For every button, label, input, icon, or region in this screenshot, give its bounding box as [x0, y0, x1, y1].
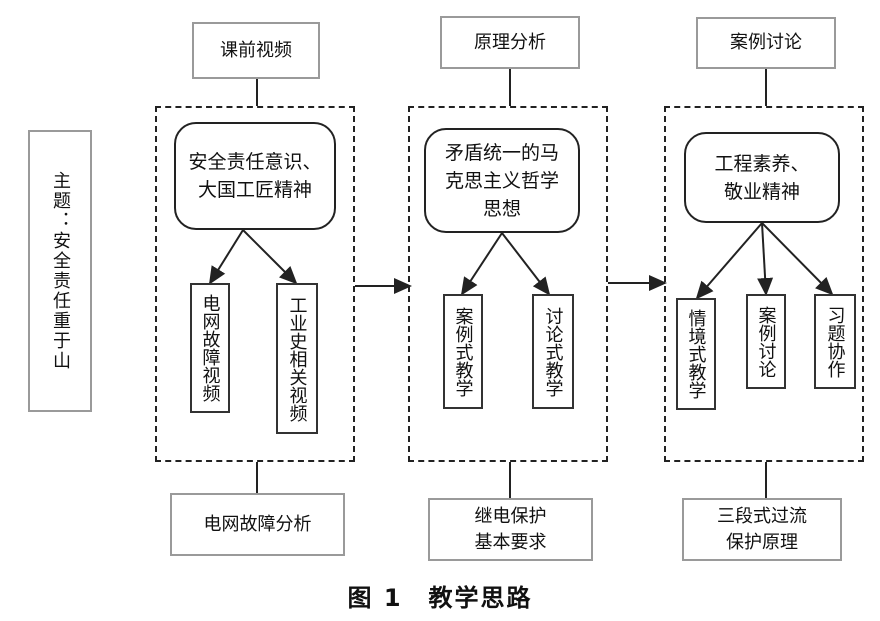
- item-2-1: 案例式教学: [443, 294, 483, 409]
- arrow-1a: [208, 229, 244, 285]
- item-1-1: 电网故障视频: [190, 283, 230, 413]
- item-label: 讨论式教学: [542, 306, 564, 397]
- arrow-2a: [460, 232, 503, 296]
- item-2-2: 讨论式教学: [532, 294, 574, 409]
- top-label-3: 案例讨论: [730, 32, 802, 53]
- center-text-2: 矛盾统一的马 克思主义哲学 思想: [444, 141, 559, 220]
- theme-label: 主题：安全责任重于山: [50, 171, 71, 371]
- top-label-box-1: 课前视频: [192, 22, 320, 79]
- bottom-label-3: 三段式过流 保护原理: [717, 505, 807, 553]
- top-label-box-3: 案例讨论: [696, 17, 836, 69]
- item-label: 电网故障视频: [199, 294, 221, 402]
- item-3-2: 案例讨论: [746, 294, 786, 389]
- item-label: 工业史相关视频: [286, 295, 308, 422]
- center-text-1: 安全责任意识、 大国工匠精神: [188, 151, 322, 201]
- group-box-3: [664, 106, 864, 462]
- arrow-2b: [501, 232, 551, 296]
- item-label: 习题协作: [824, 305, 846, 378]
- bottom-label-2: 继电保护 基本要求: [474, 505, 547, 553]
- top-label-1: 课前视频: [220, 39, 292, 61]
- figure-caption: 图 1 教学思路: [347, 584, 533, 612]
- arrow-1b: [242, 229, 298, 285]
- theme-box: 主题：安全责任重于山: [28, 130, 92, 412]
- top-label-box-2: 原理分析: [440, 16, 580, 69]
- center-concept-1: 安全责任意识、 大国工匠精神: [174, 122, 336, 230]
- bottom-label-box-2: 继电保护 基本要求: [428, 498, 593, 561]
- item-label: 情境式教学: [685, 309, 707, 399]
- bottom-label-box-3: 三段式过流 保护原理: [682, 498, 842, 561]
- bottom-label-1: 电网故障分析: [203, 513, 312, 535]
- item-label: 案例讨论: [755, 305, 777, 378]
- item-1-2: 工业史相关视频: [276, 283, 318, 434]
- item-3-1: 情境式教学: [676, 298, 716, 410]
- center-concept-2: 矛盾统一的马 克思主义哲学 思想: [424, 128, 580, 233]
- top-label-2: 原理分析: [474, 31, 546, 53]
- arrow-3c: [761, 222, 834, 296]
- group-box-2: [408, 106, 608, 462]
- center-text-3: 工程素养、 敬业精神: [714, 152, 810, 203]
- group-box-1: [155, 106, 355, 462]
- arrow-3b: [757, 222, 774, 296]
- item-label: 案例式教学: [452, 306, 474, 397]
- center-concept-3: 工程素养、 敬业精神: [684, 132, 840, 223]
- bottom-label-box-1: 电网故障分析: [170, 493, 345, 556]
- arrow-3a: [695, 222, 763, 300]
- item-3-3: 习题协作: [814, 294, 856, 389]
